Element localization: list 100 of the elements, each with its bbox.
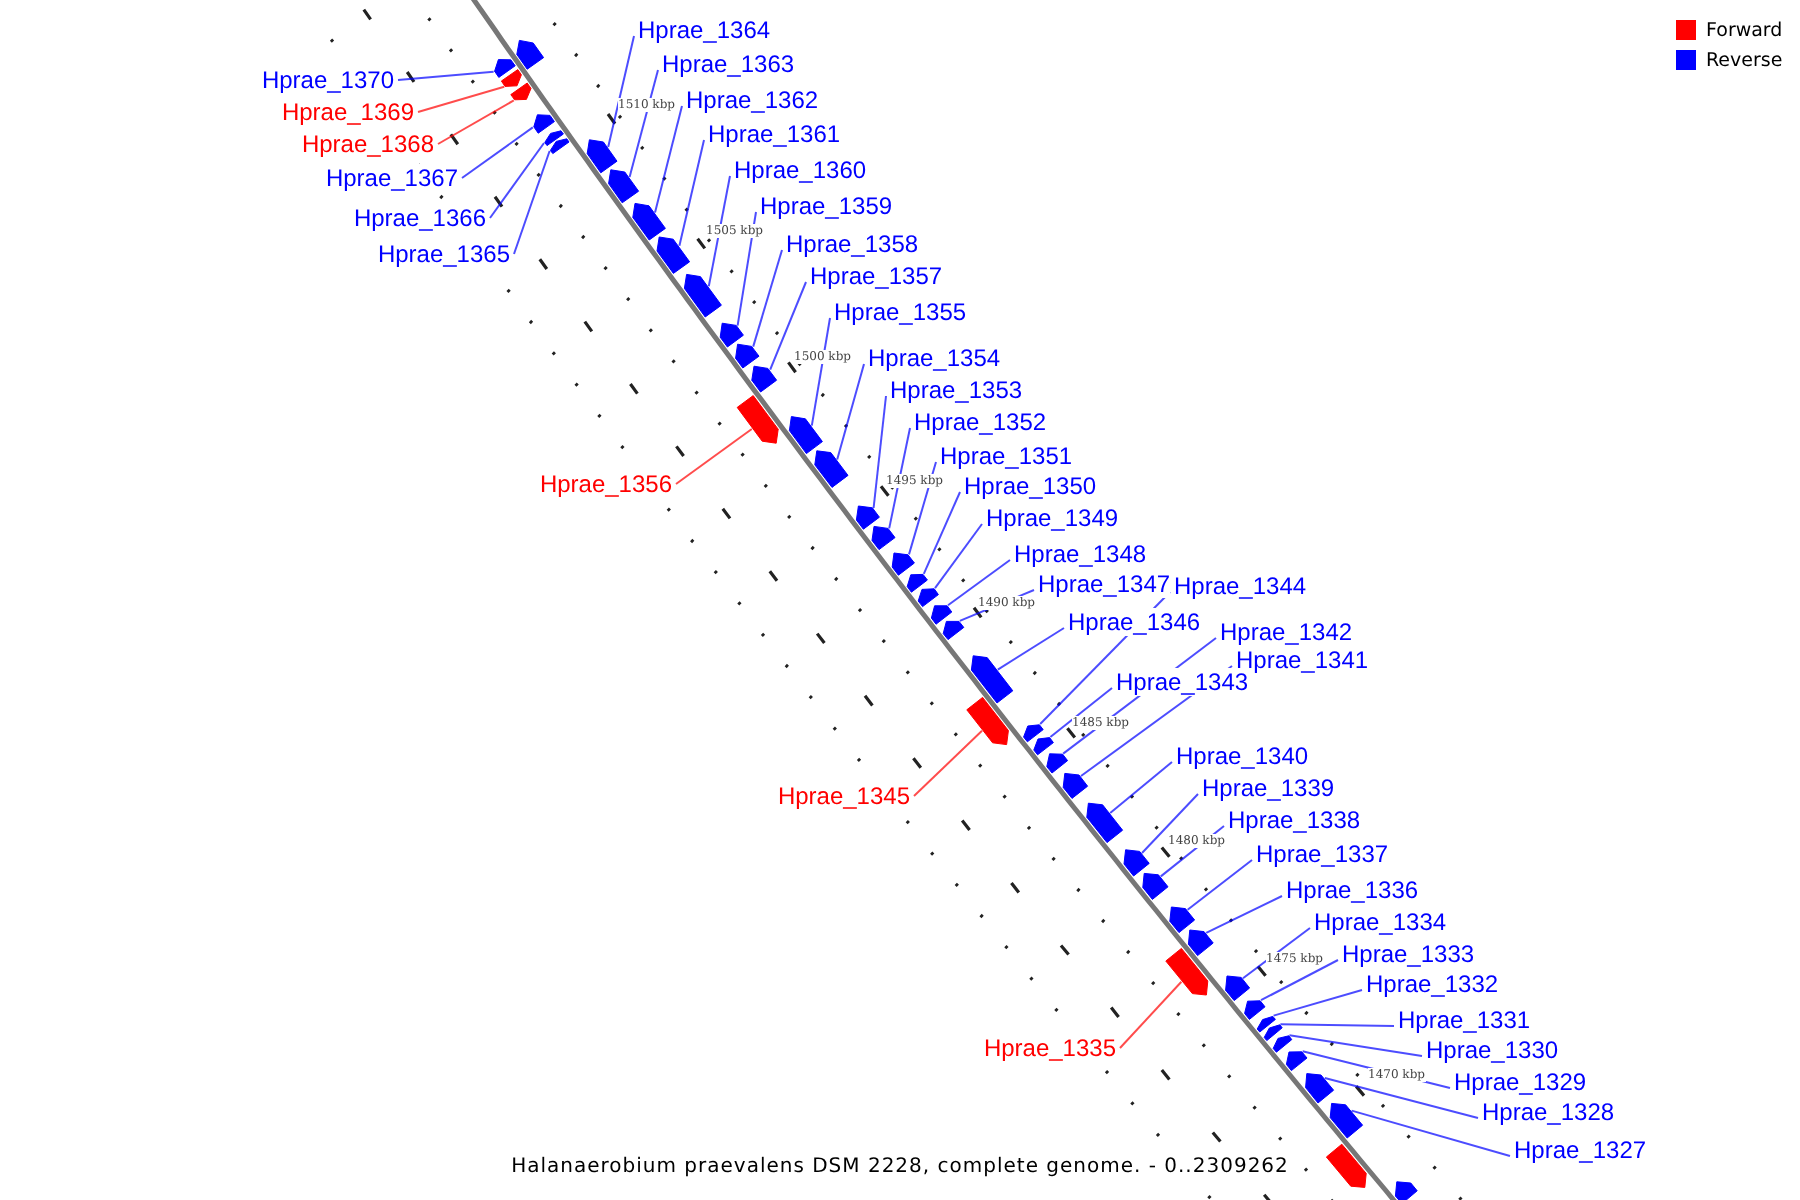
- leader-line: [675, 428, 753, 485]
- gene-label: Hprae_1345: [777, 782, 910, 810]
- leader-line: [736, 211, 757, 327]
- leader-line: [872, 395, 887, 509]
- leader-line: [461, 126, 534, 179]
- gene-label: Hprae_1340: [1176, 742, 1309, 770]
- leader-line: [1205, 895, 1283, 934]
- leader-line: [888, 427, 911, 530]
- leader-line: [1119, 980, 1183, 1049]
- gene-label: Hprae_1332: [1366, 970, 1499, 998]
- gene-label: Hprae_1342: [1220, 618, 1353, 646]
- gene-feature: [1305, 1073, 1335, 1104]
- leader-line: [1323, 1077, 1479, 1119]
- gene-label: Hprae_1330: [1426, 1036, 1559, 1064]
- gene-feature: [683, 273, 722, 318]
- leader-line: [1186, 859, 1253, 911]
- gene-label: Hprae_1327: [1514, 1136, 1647, 1164]
- gene-feature: [751, 365, 778, 393]
- gene-feature: [586, 139, 618, 174]
- gene-label: Hprae_1357: [810, 262, 943, 290]
- gene-feature: [788, 416, 823, 455]
- gene-label: Hprae_1344: [1174, 572, 1307, 600]
- gene-label: Hprae_1337: [1256, 840, 1389, 868]
- gene-feature: [1123, 849, 1150, 877]
- leader-line: [513, 150, 551, 255]
- gene-feature: [510, 82, 532, 101]
- gene-label: Hprae_1355: [834, 298, 967, 326]
- gene-feature: [1187, 929, 1214, 957]
- gene-feature: [1165, 947, 1209, 996]
- gene-label: Hprae_1336: [1286, 876, 1419, 904]
- gene-feature: [871, 525, 896, 551]
- gene-label: Hprae_1343: [1116, 668, 1249, 696]
- gene-feature: [735, 343, 760, 369]
- gene-label: Hprae_1347: [1038, 570, 1171, 598]
- gene-label: Hprae_1341: [1236, 646, 1369, 674]
- gene-label: Hprae_1369: [281, 98, 414, 126]
- gene-feature: [500, 69, 522, 87]
- gene-feature: [1329, 1102, 1364, 1139]
- gene-feature: [549, 138, 570, 155]
- gene-label: Hprae_1349: [986, 504, 1119, 532]
- gene-feature: [942, 620, 965, 641]
- gene-label: Hprae_1328: [1482, 1098, 1615, 1126]
- gene-feature: [1394, 1181, 1418, 1200]
- leader-line: [1049, 687, 1113, 738]
- leader-line: [678, 139, 705, 247]
- gene-label: Hprae_1367: [325, 164, 458, 192]
- leader-line: [1109, 761, 1173, 814]
- gene-label: Hprae_1354: [868, 344, 1001, 372]
- gene-label: Hprae_1368: [301, 130, 434, 158]
- gene-feature: [1142, 872, 1169, 900]
- leader-line: [1288, 1034, 1423, 1057]
- leader-line: [1141, 793, 1199, 854]
- gene-feature: [1062, 772, 1089, 799]
- leader-line: [836, 363, 865, 461]
- leader-line: [397, 70, 495, 81]
- gene-feature: [533, 114, 555, 134]
- gene-label: Hprae_1370: [261, 66, 394, 94]
- gene-label: Hprae_1335: [983, 1034, 1116, 1062]
- gene-feature: [1244, 1000, 1266, 1020]
- gene-label: Hprae_1331: [1398, 1006, 1531, 1034]
- gene-label: Hprae_1363: [662, 50, 795, 78]
- gene-feature: [891, 552, 915, 576]
- gene-label: Hprae_1360: [734, 156, 867, 184]
- caption: Halanaerobium praevalens DSM 2228, complete genome. - 0..2309262: [511, 1156, 1289, 1180]
- gene-label: Hprae_1348: [1014, 540, 1147, 568]
- gene-feature: [516, 39, 545, 70]
- gene-feature: [632, 202, 666, 241]
- leader-line: [922, 491, 961, 575]
- leader-line: [934, 523, 983, 590]
- leader-line: [769, 281, 807, 371]
- legend-label: Reverse: [1706, 50, 1783, 72]
- gene-label: Hprae_1334: [1314, 908, 1447, 936]
- leader-line: [752, 249, 783, 348]
- leader-line: [707, 175, 731, 288]
- gene-feature: [1256, 1015, 1276, 1033]
- gene-label: Hprae_1329: [1454, 1068, 1587, 1096]
- leader-line: [810, 317, 831, 427]
- leader-line: [913, 729, 983, 797]
- gene-feature: [1023, 724, 1044, 743]
- gene-feature: [930, 605, 953, 625]
- gene-feature: [970, 655, 1014, 704]
- gene-feature: [917, 588, 939, 608]
- gene-label: Hprae_1356: [539, 470, 672, 498]
- leader-line: [908, 461, 937, 556]
- gene-feature: [1263, 1024, 1283, 1042]
- gene-feature: [1086, 802, 1124, 844]
- leader-line: [996, 627, 1065, 671]
- gene-feature: [608, 169, 640, 204]
- gene-feature: [656, 236, 691, 274]
- gene-label: Hprae_1362: [686, 86, 819, 114]
- gene-label: Hprae_1339: [1202, 774, 1335, 802]
- gene-label: Hprae_1333: [1342, 940, 1475, 968]
- gene-feature: [966, 696, 1009, 746]
- gene-label: Hprae_1351: [940, 442, 1073, 470]
- leader-line: [417, 85, 506, 113]
- gene-feature: [814, 450, 849, 488]
- gene-label: Hprae_1346: [1068, 608, 1201, 636]
- leader-line: [654, 105, 683, 214]
- gene-label: Hprae_1359: [760, 192, 893, 220]
- gene-feature: [719, 322, 744, 348]
